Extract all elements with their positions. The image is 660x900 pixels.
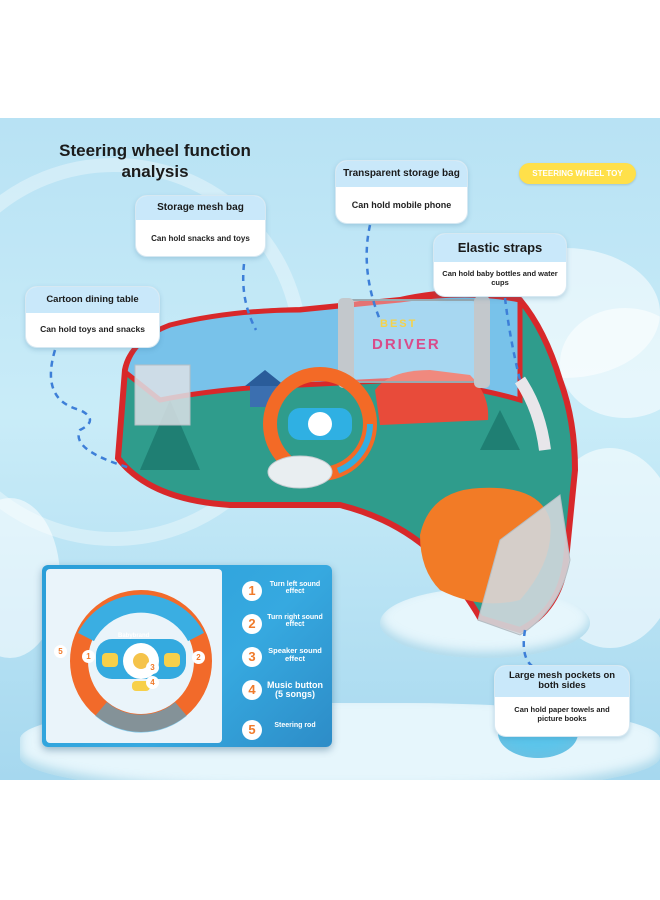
wheel-brand-label: Babybrand [118,633,150,639]
wheel-marker-1: 1 [82,650,95,663]
music-button [132,681,150,691]
dashed-arrow [49,349,131,470]
wheel-rim-blue [95,701,187,733]
callout-body: Can hold snacks and toys [151,233,250,243]
tree-print [480,410,520,450]
house-roof-print [245,370,285,386]
callout-body: Can hold baby bottles and water cups [442,269,558,287]
bag-zipper [474,296,490,388]
right-turn-button [164,653,180,667]
callout-storage-mesh-bag: Storage mesh bag Can hold snacks and toy… [135,195,266,257]
wheel-face [133,653,149,669]
wheel-marker-3: 3 [146,661,159,674]
callout-body: Can hold paper towels and picture books [514,705,610,723]
suction-cup [267,455,333,489]
steering-wheel-toy-badge: STEERING WHEEL TOY [519,163,636,184]
callout-title: Cartoon dining table [26,287,159,313]
side-mesh-pocket [477,494,571,636]
function-number-2: 2 [242,614,262,634]
function-label-5: Steering rod [274,722,316,729]
dashed-arrow [365,224,382,321]
function-number-5: 5 [242,720,262,740]
function-number-4: 4 [242,680,262,700]
callout-body: Can hold mobile phone [351,200,452,210]
function-number-3: 3 [242,647,262,667]
wheel-marker-4: 4 [146,676,159,689]
tray-print-driver: DRIVER [372,336,441,353]
wheel-marker-5: 5 [54,645,67,658]
wheel-function-panel: Babybrand 1 2 3 4 5 1 Turn left sound ef… [42,565,332,747]
function-label-3: Speaker sound effect [268,646,322,663]
callout-cartoon-dining-table: Cartoon dining table Can hold toys and s… [25,286,160,348]
function-label-4: Music button (5 songs) [267,680,323,700]
dashed-arrow [241,263,258,331]
callout-elastic-straps: Elastic straps Can hold baby bottles and… [433,233,567,297]
tree-print [140,400,200,470]
callout-title: Transparent storage bag [336,161,467,187]
callout-transparent-storage-bag: Transparent storage bag Can hold mobile … [335,160,468,224]
function-number-1: 1 [242,581,262,601]
wheel-photo-svg [70,590,212,733]
title-line-1: Steering wheel function [59,141,251,160]
callout-title: Storage mesh bag [136,196,265,220]
dashed-arrow [522,629,536,670]
left-turn-button [102,653,118,667]
callout-large-mesh-pockets: Large mesh pockets on both sides Can hol… [494,665,630,737]
car-print [375,370,489,425]
mesh-bag [134,364,191,426]
callout-title: Elastic straps [434,234,566,262]
callout-title: Large mesh pockets on both sides [495,666,629,697]
function-label-1: Turn left sound effect [269,581,321,596]
callout-body: Can hold toys and snacks [40,324,145,335]
background-cloud [560,308,660,418]
elastic-strap [514,376,551,451]
tray-steering-wheel-inner [267,371,373,477]
tray-print-best: BEST [380,318,418,330]
title-line-2: analysis [121,162,189,181]
wheel-marker-2: 2 [192,651,205,664]
page-title: Steering wheel function analysis [0,140,310,182]
wheel-photo [46,569,222,743]
bag-zipper [338,298,354,388]
wheel-rim-blue [78,594,204,642]
function-label-2: Turn right sound effect [267,614,323,629]
tray-wheel-face [308,412,332,436]
